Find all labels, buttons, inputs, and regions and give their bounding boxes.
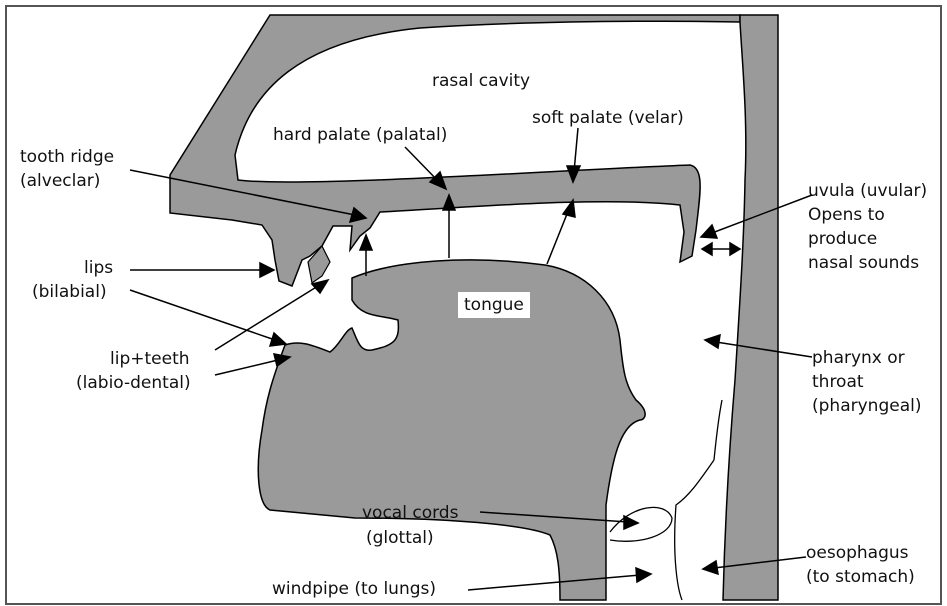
vocal-cords-arrowhead bbox=[624, 516, 638, 529]
oesophagus-sublabel: (to stomach) bbox=[806, 566, 915, 588]
oesophagus-edge bbox=[714, 400, 722, 460]
tongue-label: tongue bbox=[458, 292, 530, 318]
lips-label: lips bbox=[84, 257, 113, 279]
lip-teeth-label: lip+teeth bbox=[110, 348, 190, 370]
uvula-desc-1: Opens to bbox=[808, 204, 885, 226]
uvula-arrowhead bbox=[701, 225, 717, 238]
lip-teeth-sublabel: (labio-dental) bbox=[76, 372, 191, 394]
lips-lower-arrow-line bbox=[130, 290, 275, 340]
vocal-cords-sublabel: (glottal) bbox=[366, 527, 434, 549]
lipteeth-lower-arrow-line bbox=[215, 360, 278, 375]
tooth-ridge-up-arrowhead bbox=[360, 235, 372, 250]
uvula-double-arrowhead-right bbox=[730, 243, 740, 255]
oesophagus-arrowhead bbox=[703, 561, 718, 574]
lips-arrowhead bbox=[260, 263, 274, 277]
uvula-desc-3: nasal sounds bbox=[808, 252, 919, 274]
hard-palate-label: hard palate (palatal) bbox=[273, 124, 447, 146]
pharynx-back-wall bbox=[723, 15, 778, 600]
uvula-double-arrowhead-left bbox=[702, 243, 712, 255]
soft-palate-up-arrow-line bbox=[547, 209, 569, 264]
windpipe-arrowhead bbox=[636, 568, 651, 582]
pharynx-label: pharynx or bbox=[812, 347, 905, 369]
vocal-cords-label: vocal cords bbox=[362, 502, 458, 524]
tongue-jaw-shape bbox=[258, 260, 645, 600]
uvula-desc-2: produce bbox=[808, 228, 877, 250]
uvula-label: uvula (uvular) bbox=[808, 180, 927, 202]
upper-skull-shape bbox=[170, 15, 740, 286]
tooth-ridge-sublabel: (alveclar) bbox=[20, 170, 100, 192]
nasal-cavity-label: rasal cavity bbox=[432, 70, 530, 92]
oesophagus-label: oesophagus bbox=[806, 542, 909, 564]
pharynx-sublabel-2: (pharyngeal) bbox=[812, 395, 921, 417]
pharynx-arrowhead bbox=[705, 335, 720, 348]
tooth-ridge-label: tooth ridge bbox=[20, 146, 114, 168]
lipteeth-arrow-line bbox=[215, 286, 318, 350]
lips-lower-arrowhead bbox=[270, 333, 286, 346]
windpipe-label: windpipe (to lungs) bbox=[272, 578, 436, 600]
pharynx-sublabel-1: throat bbox=[812, 371, 864, 393]
lips-sublabel: (bilabial) bbox=[32, 281, 107, 303]
windpipe-arrow-line bbox=[468, 575, 640, 590]
soft-palate-label: soft palate (velar) bbox=[532, 107, 684, 129]
vocal-fold-line bbox=[610, 507, 672, 541]
epiglottis-line bbox=[675, 460, 714, 600]
